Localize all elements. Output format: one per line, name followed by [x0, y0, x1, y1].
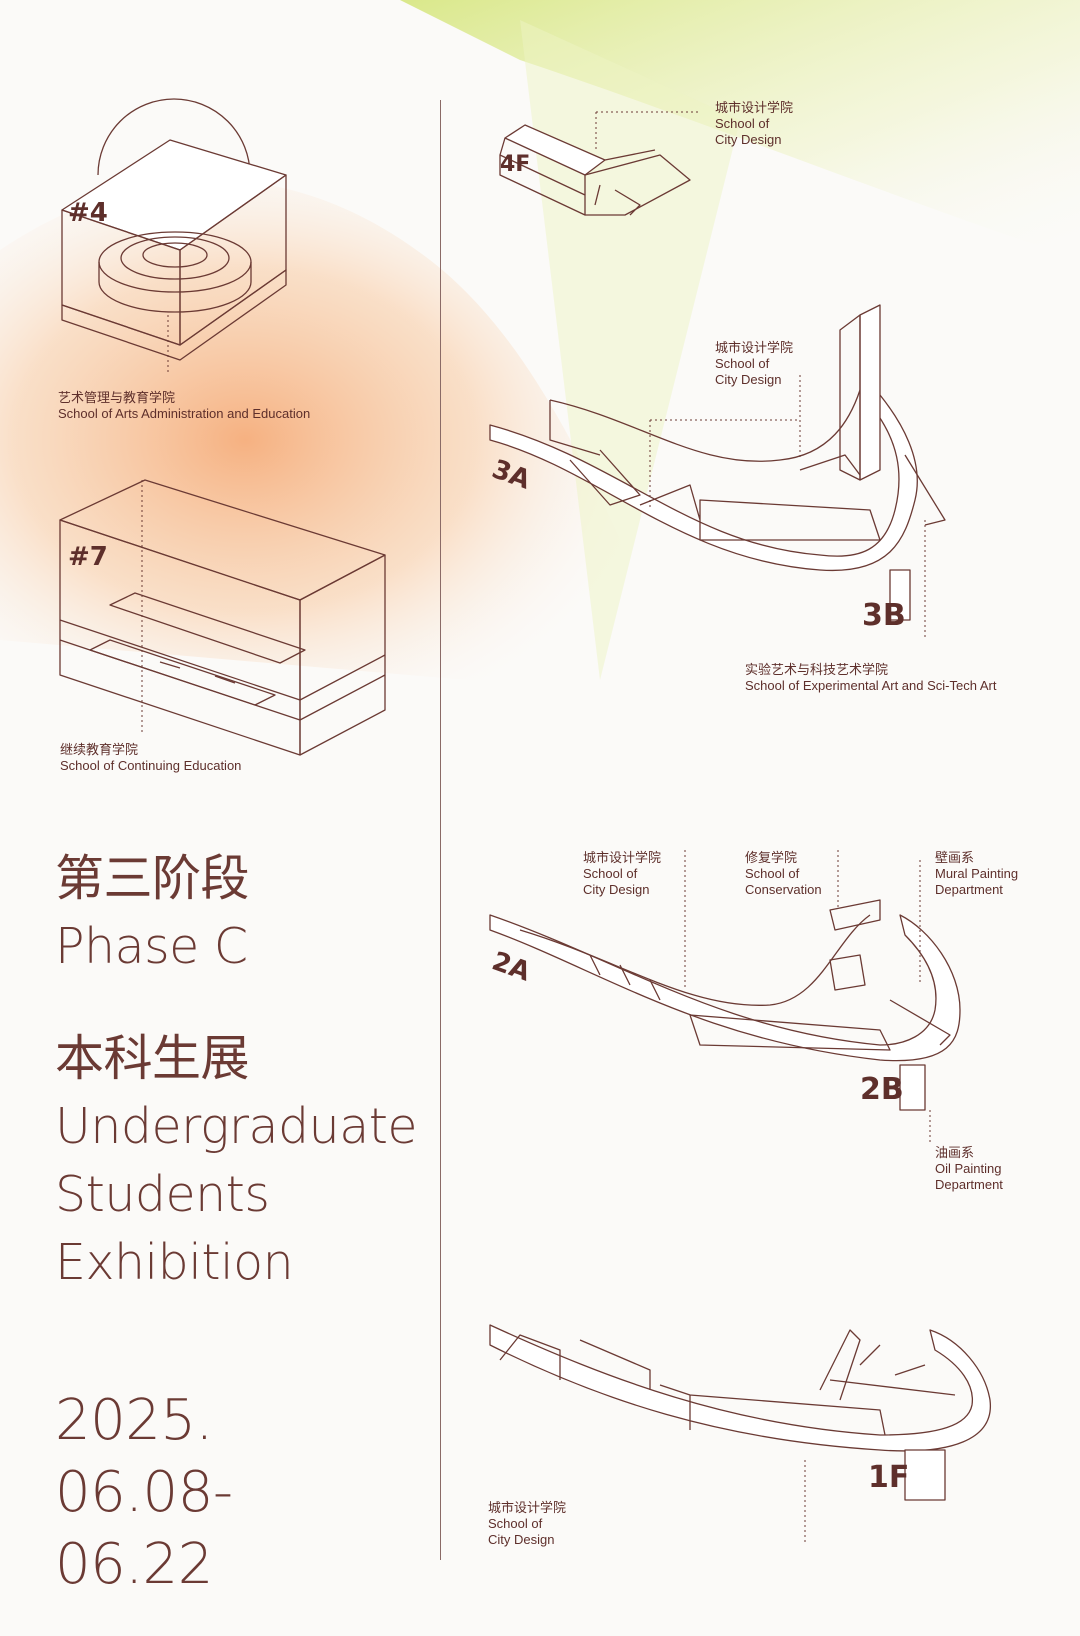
exhibition-title: 本科生展 Undergraduate Students Exhibition — [55, 1025, 418, 1297]
exhibit-cn: 本科生展 — [55, 1030, 250, 1087]
floor-2-illustration — [489, 850, 961, 1145]
phase-en: Phase C — [55, 918, 248, 975]
floor-1-illustration — [489, 1324, 991, 1545]
phase-title: 第三阶段 Phase C — [55, 845, 250, 981]
exhibit-en-line3: Exhibition — [55, 1234, 294, 1291]
column-divider — [440, 100, 441, 1560]
building-4-illustration — [61, 98, 287, 375]
floor-3b-tag: 3B — [862, 598, 906, 633]
date-start: 06.08- — [55, 1460, 233, 1525]
floor-3-illustration — [489, 304, 946, 640]
phase-cn: 第三阶段 — [55, 850, 250, 907]
exhibit-en-line2: Students — [55, 1166, 270, 1223]
floor-4f-tag: 4F — [500, 152, 531, 177]
exhibition-dates: 2025. 06.08- 06.22 — [55, 1385, 233, 1601]
floor-2b-tag: 2B — [860, 1072, 904, 1107]
building-7-tag: #7 — [68, 542, 108, 572]
floor-4f-illustration — [499, 111, 700, 216]
date-year: 2025. — [55, 1388, 213, 1453]
building-4-tag: #4 — [68, 198, 108, 228]
floor-1f-tag: 1F — [868, 1460, 910, 1495]
exhibit-en-line1: Undergraduate — [55, 1098, 418, 1155]
date-end: 06.22 — [55, 1532, 213, 1597]
building-7-illustration — [59, 479, 386, 756]
